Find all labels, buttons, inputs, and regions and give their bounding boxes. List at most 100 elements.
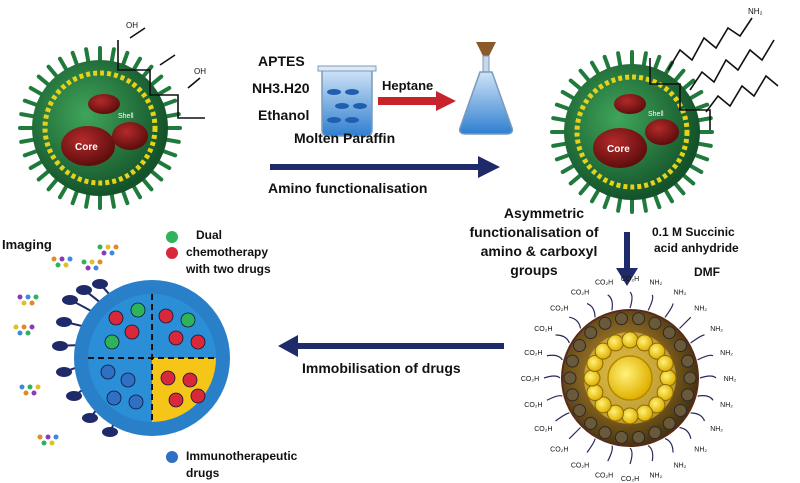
fringe-strand — [58, 56, 69, 73]
co2h-group-label: CO₂H — [595, 279, 613, 286]
legend-immuno-2: drugs — [186, 466, 220, 480]
nh2-group-label: NH₂ — [710, 426, 723, 433]
nh2-group-label: NH₂ — [720, 350, 733, 357]
antibody-bead — [113, 244, 119, 250]
shell-bead — [681, 388, 695, 402]
fringe-strand — [568, 78, 584, 92]
drug-molecule — [106, 390, 122, 406]
drug-molecule — [168, 330, 184, 346]
succinic-label-2: acid anhydride — [654, 241, 739, 255]
shell-bead — [598, 426, 612, 440]
targeting-knob — [92, 279, 108, 289]
shell-bead — [648, 316, 662, 330]
antibody-bead — [89, 259, 95, 265]
succinic-arrow — [616, 232, 638, 286]
fringe-strand — [652, 54, 662, 72]
co2h-group-label: CO₂H — [524, 350, 542, 357]
antibody-bead — [59, 256, 65, 262]
drug-molecule — [190, 388, 206, 404]
fringe-strand — [28, 86, 45, 97]
fringe-strand — [692, 102, 710, 112]
drug-molecule — [130, 302, 146, 318]
fringe-strand — [680, 78, 696, 92]
ligand-strand — [629, 447, 633, 465]
silica-bead — [656, 354, 674, 372]
particle-amino — [550, 50, 714, 214]
silica-bead — [656, 384, 674, 402]
immuno-drug-blue-dot — [166, 451, 178, 463]
fringe-strand — [109, 190, 116, 209]
fringe-strand — [28, 159, 45, 170]
ligand-strand — [607, 445, 613, 462]
co2h-group-label: CO₂H — [534, 426, 552, 433]
fringe-strand — [84, 47, 91, 66]
silica-bead — [636, 334, 654, 352]
antibody-bead — [85, 265, 91, 271]
silica-bead — [586, 354, 604, 372]
co2h-group-label: CO₂H — [595, 473, 613, 480]
fringe-strand — [162, 137, 181, 144]
amine-chains — [649, 17, 779, 130]
fringe-strand — [641, 194, 648, 213]
targeting-knob — [52, 341, 68, 351]
silica-bead — [621, 407, 639, 425]
antibody-ligands — [13, 244, 119, 446]
drug-molecule — [160, 370, 176, 386]
antibody-bead — [31, 390, 37, 396]
fringe-strand — [140, 64, 154, 80]
legend-dual-2: chemotherapy — [186, 245, 269, 259]
shell-label-1: Shell — [118, 113, 134, 120]
antibody-bead — [37, 434, 43, 440]
fringe-strand — [652, 192, 662, 210]
drug-molecule — [108, 310, 124, 326]
legend-dual-3: with two drugs — [186, 262, 271, 276]
fringe-strand — [120, 188, 130, 206]
amino-functionalisation-label: Amino functionalisation — [268, 180, 428, 196]
antibody-bead — [51, 256, 57, 262]
silica-bead — [636, 404, 654, 422]
antibody-bead — [109, 250, 115, 256]
nh2-top: NH₂ — [748, 7, 763, 16]
shell-bead — [598, 316, 612, 330]
antibody-bead — [101, 250, 107, 256]
shell-bead — [632, 312, 646, 326]
drug-molecule — [168, 392, 184, 408]
ligand-strand — [629, 291, 633, 309]
ligand-strand — [699, 375, 717, 379]
immobilisation-label: Immobilisation of drugs — [302, 360, 461, 376]
core-label-shape — [61, 126, 115, 166]
shell-bead — [681, 354, 695, 368]
particle-drug-loaded — [52, 279, 230, 437]
shell-bead — [662, 326, 676, 340]
shell-bead — [584, 326, 598, 340]
amino-functionalisation-arrow — [270, 156, 500, 178]
co2h-group-label: CO₂H — [521, 376, 539, 383]
silica-bead — [621, 331, 639, 349]
dual-drug-green-dot — [166, 231, 178, 243]
shell-bead — [584, 416, 598, 430]
fringe-strand — [687, 163, 704, 174]
fringe-strand — [554, 102, 572, 112]
antibody-bead — [13, 324, 19, 330]
particle-asymmetric — [543, 291, 717, 465]
silica-bead — [648, 342, 666, 360]
co2h-group-label: CO₂H — [621, 276, 639, 283]
fringe-strand — [160, 148, 178, 158]
fringe-strand — [560, 163, 577, 174]
fringe-strand — [84, 190, 91, 209]
fringe-strand — [46, 64, 60, 80]
fringe-strand — [578, 68, 592, 84]
beaker-bubble — [345, 117, 359, 123]
heptane-label: Heptane — [382, 78, 434, 93]
antibody-bead — [23, 390, 29, 396]
beaker-bubble — [327, 117, 341, 123]
ligand-strand — [546, 354, 563, 361]
oh-label-1: OH — [126, 21, 138, 30]
ligand-strand — [690, 334, 705, 344]
shell-bead — [614, 312, 628, 326]
asymmetric-label-1: Asymmetric — [503, 205, 585, 221]
fringe-strand — [602, 54, 612, 72]
fringe-strand — [554, 152, 572, 162]
silica-bead — [594, 396, 612, 414]
immobilisation-arrow — [278, 335, 504, 357]
